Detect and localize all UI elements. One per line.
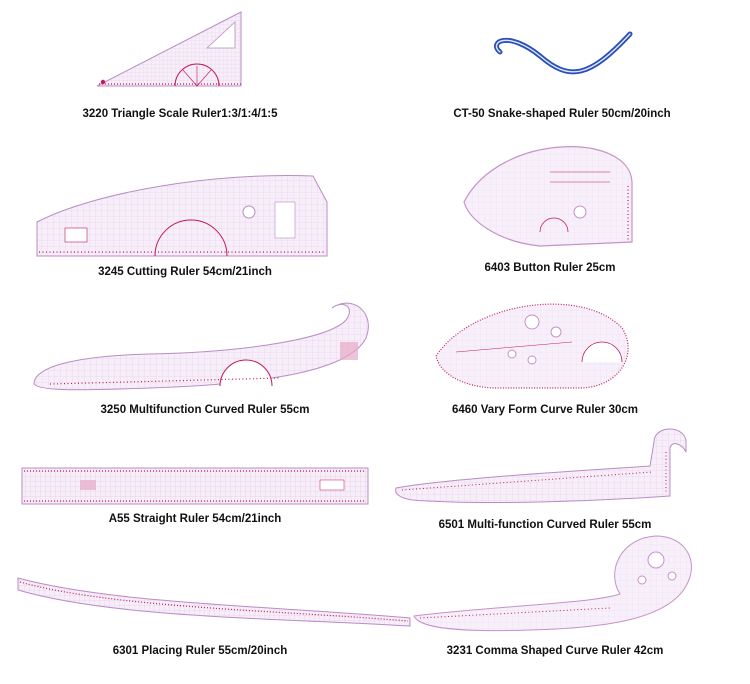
caption-triangle-ruler: 3220 Triangle Scale Ruler1:3/1:4/1:5 bbox=[82, 108, 278, 120]
button-ruler-image bbox=[463, 146, 633, 247]
snake-ruler-image bbox=[494, 31, 633, 75]
caption-multifunction-curved-ruler: 3250 Multifunction Curved Ruler 55cm bbox=[100, 404, 310, 416]
triangle-ruler-image bbox=[96, 11, 242, 87]
multifunction-curved-ruler-image bbox=[33, 302, 369, 391]
caption-cutting-ruler: 3245 Cutting Ruler 54cm/21inch bbox=[98, 266, 272, 278]
caption-straight-ruler: A55 Straight Ruler 54cm/21inch bbox=[108, 513, 282, 525]
caption-placing-ruler: 6301 Placing Ruler 55cm/20inch bbox=[112, 645, 288, 657]
comma-shaped-curve-ruler-image bbox=[413, 535, 692, 632]
straight-ruler-image bbox=[21, 467, 369, 505]
caption-button-ruler: 6403 Button Ruler 25cm bbox=[484, 262, 616, 274]
placing-ruler-image bbox=[17, 577, 411, 627]
caption-vary-form-curve-ruler: 6460 Vary Form Curve Ruler 30cm bbox=[451, 404, 639, 416]
caption-comma-shaped-curve-ruler: 3231 Comma Shaped Curve Ruler 42cm bbox=[446, 645, 664, 657]
caption-multi-function-curved-ruler: 6501 Multi-function Curved Ruler 55cm bbox=[438, 519, 652, 531]
vary-form-curve-ruler-image bbox=[435, 303, 629, 389]
multi-function-curved-ruler-image bbox=[395, 428, 687, 504]
caption-snake-ruler: CT-50 Snake-shaped Ruler 50cm/20inch bbox=[453, 108, 671, 120]
cutting-ruler-image bbox=[36, 175, 328, 257]
